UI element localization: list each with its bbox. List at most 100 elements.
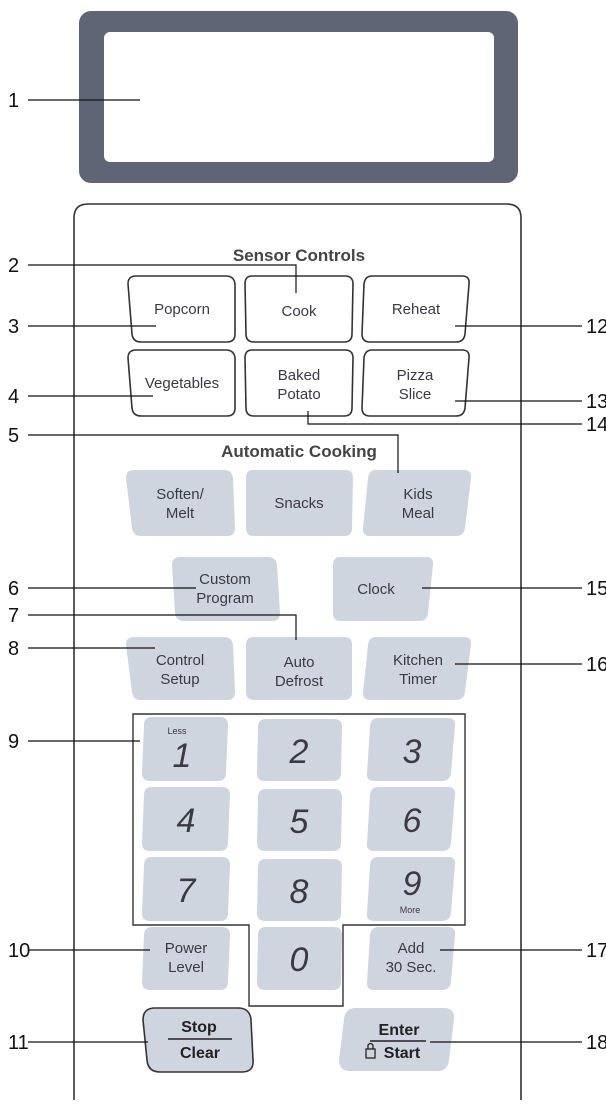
callout-6: 6 [8,578,19,600]
add-30-sec-label-line1: Add [398,940,425,957]
callout-numbers: 1 2 3 4 5 6 7 8 9 10 11 12 13 14 15 16 1… [8,90,606,1054]
automatic-cooking-heading: Automatic Cooking [221,442,377,461]
digit-3: 3 [403,733,422,771]
key-5[interactable]: 5 [257,789,342,851]
cook-button[interactable]: Cook [244,275,354,343]
key-8[interactable]: 8 [257,859,342,921]
key-0[interactable]: 0 [257,927,342,990]
kids-meal-label-line1: Kids [403,486,432,503]
digit-7: 7 [177,872,197,910]
vegetables-label: Vegetables [145,375,219,392]
power-level-label-line1: Power [165,940,208,957]
callout-13: 13 [586,391,606,413]
baked-potato-label-line2: Potato [277,386,320,403]
soften-melt-label-line2: Melt [166,505,195,522]
clock-button[interactable]: Clock [333,557,434,621]
key-6[interactable]: 6 [366,787,456,851]
reheat-label: Reheat [392,301,441,318]
digit-4: 4 [177,802,196,840]
custom-program-label-line2: Program [196,590,254,607]
leader-5 [28,434,399,473]
custom-program-button[interactable]: Custom Program [172,557,280,621]
digit-1: 1 [173,737,192,775]
callout-10: 10 [8,940,30,962]
leader-14 [307,411,582,425]
stop-label: Stop [181,1019,217,1036]
popcorn-button[interactable]: Popcorn [127,275,236,343]
control-setup-label-line1: Control [156,652,204,669]
callout-9: 9 [8,731,19,753]
snacks-button[interactable]: Snacks [246,470,353,536]
auto-defrost-label-line2: Defrost [275,673,324,690]
soften-melt-button[interactable]: Soften/ Melt [126,470,235,536]
callout-5: 5 [8,425,19,447]
auto-defrost-label-line1: Auto [284,654,315,671]
key-2[interactable]: 2 [257,719,342,781]
callout-2: 2 [8,255,19,277]
power-level-label-line2: Level [168,959,204,976]
callout-1: 1 [8,90,19,112]
clear-label: Clear [180,1045,220,1062]
leader-lines [28,99,582,1043]
callout-14: 14 [586,414,606,436]
enter-start-button[interactable]: Enter Start [339,1008,455,1071]
add-30-sec-button[interactable]: Add 30 Sec. [366,927,456,990]
kitchen-timer-label-line1: Kitchen [393,652,443,669]
callout-12: 12 [586,316,606,338]
digit-2: 2 [289,733,309,771]
kitchen-timer-label-line2: Timer [399,671,437,688]
auto-defrost-button[interactable]: Auto Defrost [246,637,352,700]
digit-8: 8 [290,873,309,911]
key-7[interactable]: 7 [142,857,230,921]
callout-18: 18 [586,1032,606,1054]
custom-program-label-line1: Custom [199,571,251,588]
digit-9: 9 [403,865,422,903]
baked-potato-button[interactable]: Baked Potato [244,349,354,417]
key-9[interactable]: 9 More [366,857,456,921]
number-keypad-outline [132,713,466,1007]
key-4[interactable]: 4 [142,787,230,851]
pizza-slice-label-line2: Slice [399,386,432,403]
popcorn-label: Popcorn [154,301,210,318]
callout-7: 7 [8,605,19,627]
more-label: More [400,905,421,915]
clock-label: Clock [357,581,395,598]
callout-3: 3 [8,316,19,338]
add-30-sec-label-line2: 30 Sec. [386,959,437,976]
key-3[interactable]: 3 [366,718,456,781]
kids-meal-label-line2: Meal [402,505,435,522]
callout-11: 11 [8,1032,29,1054]
power-level-button[interactable]: Power Level [142,927,230,990]
enter-label: Enter [379,1022,420,1039]
kids-meal-button[interactable]: Kids Meal [362,470,472,536]
display-screen [104,32,494,162]
pizza-slice-button[interactable]: Pizza Slice [361,349,470,417]
snacks-label: Snacks [274,495,323,512]
lock-icon [365,1042,376,1059]
baked-potato-label-line1: Baked [278,367,321,384]
control-panel-outline [73,203,522,1100]
control-setup-label-line2: Setup [160,671,199,688]
callout-8: 8 [8,638,19,660]
soften-melt-label-line1: Soften/ [156,486,204,503]
sensor-controls-heading: Sensor Controls [233,246,365,265]
stop-clear-button[interactable]: Stop Clear [142,1007,254,1073]
key-1[interactable]: Less 1 [142,717,228,781]
digit-6: 6 [403,802,422,840]
vegetables-button[interactable]: Vegetables [127,349,236,417]
start-label: Start [384,1045,421,1062]
pizza-slice-label-line1: Pizza [397,367,434,384]
leader-2 [28,264,297,293]
reheat-button[interactable]: Reheat [361,275,470,343]
digit-0: 0 [290,941,309,979]
leader-7 [28,614,297,640]
callout-17: 17 [586,940,606,962]
cook-label: Cook [281,303,317,320]
less-label: Less [167,726,187,736]
callout-4: 4 [8,386,19,408]
callout-16: 16 [586,654,606,676]
control-setup-button[interactable]: Control Setup [126,637,235,700]
callout-15: 15 [586,578,606,600]
kitchen-timer-button[interactable]: Kitchen Timer [362,637,472,700]
